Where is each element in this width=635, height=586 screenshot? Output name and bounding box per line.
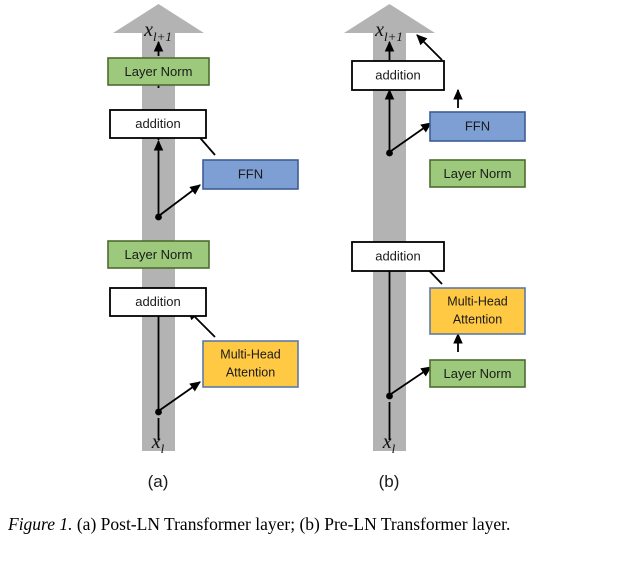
block-a-addition-bottom[interactable]: addition: [109, 287, 207, 317]
block-b-addition-bottom[interactable]: addition: [351, 241, 445, 272]
block-b-addition-bottom-label: addition: [375, 248, 421, 263]
branch-arrow-a-to-ffn: [159, 184, 201, 216]
block-a-layer-norm-bottom-label: Layer Norm: [125, 247, 193, 262]
panel-letter-b: (b): [379, 472, 400, 491]
input-label-a: xl: [151, 431, 165, 456]
block-b-layer-norm-attention-label: Layer Norm: [444, 366, 512, 381]
block-a-multi-head-attention[interactable]: Multi-Head Attention: [202, 340, 299, 388]
block-a-attention-label-line1: Multi-Head: [220, 347, 280, 361]
transformer-layer-diagram: xl+1 Layer Norm: [107, 4, 526, 491]
branch-arrow-b-ffn-to-add: [416, 34, 443, 61]
block-b-multi-head-attention[interactable]: Multi-Head Attention: [429, 287, 526, 335]
output-label-b: xl+1: [374, 19, 403, 44]
branch-dot-a-attention: [155, 408, 162, 416]
block-a-attention-label-line2: Attention: [226, 365, 275, 379]
block-b-attention-label-line2: Attention: [453, 312, 502, 326]
block-a-addition-bottom-label: addition: [135, 294, 181, 309]
block-a-addition-top[interactable]: addition: [109, 109, 207, 139]
branch-arrow-b-to-layer-norm-attn: [390, 366, 432, 395]
block-b-addition-top[interactable]: addition: [351, 60, 445, 91]
figure-caption-body: (a) Post-LN Transformer layer; (b) Pre-L…: [72, 514, 511, 534]
branch-arrow-a-to-attention: [159, 381, 201, 411]
branch-arrow-b-to-layer-norm-ffn: [390, 122, 432, 152]
block-b-attention-label-line1: Multi-Head: [447, 294, 507, 308]
block-a-layer-norm-bottom[interactable]: Layer Norm: [107, 240, 210, 269]
branch-dot-a-ffn: [155, 213, 162, 221]
block-b-layer-norm-attention[interactable]: Layer Norm: [429, 359, 526, 388]
branch-dot-b-ffn: [386, 149, 393, 157]
block-b-layer-norm-ffn-label: Layer Norm: [444, 166, 512, 181]
block-a-ffn-label: FFN: [238, 166, 263, 181]
figure-caption: Figure 1. (a) Post-LN Transformer layer;…: [8, 512, 628, 537]
branch-dot-b-attention: [386, 392, 393, 400]
output-label-a: xl+1: [143, 19, 172, 44]
block-b-ffn[interactable]: FFN: [429, 111, 526, 142]
panel-pre-ln: xl+1 addition: [344, 4, 526, 491]
block-a-ffn[interactable]: FFN: [202, 159, 299, 190]
block-a-addition-top-label: addition: [135, 116, 181, 131]
panel-letter-a: (a): [148, 472, 169, 491]
input-label-b: xl: [382, 431, 396, 456]
block-b-ffn-label: FFN: [465, 118, 490, 133]
block-b-layer-norm-ffn[interactable]: Layer Norm: [429, 159, 526, 188]
block-a-layer-norm-top[interactable]: Layer Norm: [107, 57, 210, 86]
figure-caption-lead: Figure 1.: [8, 514, 73, 534]
block-a-layer-norm-top-label: Layer Norm: [125, 64, 193, 79]
panel-post-ln: xl+1 Layer Norm: [107, 4, 299, 491]
block-b-addition-top-label: addition: [375, 67, 421, 82]
